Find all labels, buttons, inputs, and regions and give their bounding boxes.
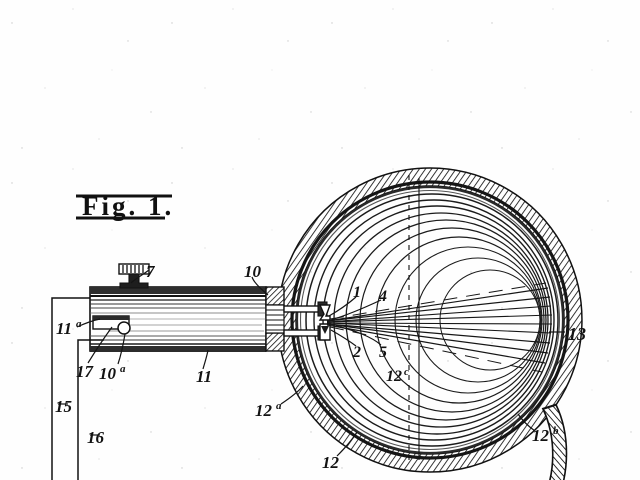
label-12c: 12 c	[386, 366, 409, 385]
leader-17	[87, 326, 113, 364]
label-17: 17	[76, 362, 95, 381]
label-10a-sup: a	[120, 363, 126, 375]
label-5: 5	[379, 344, 387, 361]
label-12a-sup: a	[276, 400, 282, 412]
label-10a: 10 a	[99, 363, 126, 383]
leader-4	[330, 299, 382, 321]
threaded-neck-collar-10	[265, 286, 328, 352]
electrode-1-upper	[318, 304, 331, 321]
label-11a: 11 a	[56, 318, 82, 338]
leader-11	[202, 349, 209, 370]
leader-1	[328, 296, 357, 317]
leader-12a	[280, 385, 304, 405]
label-2: 2	[352, 344, 361, 361]
label-11a-sup: a	[76, 318, 82, 330]
reference-numerals: 7 10 1 4 13 2 5 12 c 11 a 17 10 a 11 12 …	[55, 262, 586, 472]
lamp-electrodes	[318, 304, 331, 341]
svg-text:11: 11	[56, 319, 72, 338]
leader-11a	[76, 318, 101, 328]
axis-lines	[408, 175, 420, 462]
light-ray-bundle	[326, 282, 553, 373]
label-12b-sup: b	[553, 425, 559, 437]
leader-12	[336, 431, 358, 457]
figure-title-text: Fig. 1.	[82, 191, 174, 221]
svg-text:12: 12	[532, 426, 550, 445]
conductor-15	[51, 297, 90, 480]
label-4: 4	[378, 288, 387, 305]
leader-12b	[517, 413, 536, 432]
shell-inner-liner	[290, 180, 570, 460]
leader-10	[251, 276, 269, 296]
label-13: 13	[568, 324, 586, 344]
label-12: 12	[322, 453, 340, 472]
tube-shading-lines	[90, 287, 266, 352]
svg-text:10: 10	[99, 364, 117, 383]
tube-pin-10a	[117, 321, 131, 335]
label-10: 10	[244, 262, 262, 281]
figure-title-group: Fig. 1.	[76, 191, 174, 221]
leader-2	[330, 329, 357, 347]
tube-end-flange-11a	[92, 315, 131, 335]
tubular-handle	[89, 263, 331, 352]
electrode-tip	[321, 326, 329, 334]
label-11: 11	[196, 367, 212, 386]
spherical-housing	[277, 167, 583, 473]
leader-10a	[117, 333, 126, 365]
svg-text:12: 12	[255, 401, 273, 420]
label-12a: 12 a	[255, 400, 282, 420]
label-1: 1	[353, 284, 361, 301]
label-16: 16	[87, 428, 105, 447]
leader-7	[130, 269, 150, 284]
label-7: 7	[146, 262, 156, 281]
label-12b: 12 b	[532, 425, 559, 445]
conductor-16	[77, 339, 104, 480]
label-15: 15	[55, 397, 73, 416]
svg-text:12: 12	[386, 368, 402, 385]
label-12c-sup: c	[404, 366, 409, 378]
conductor-lines	[51, 297, 104, 480]
leader-5	[335, 325, 382, 346]
lens-body	[541, 403, 568, 480]
lens-window-13	[541, 403, 568, 480]
leader-lines	[58, 269, 565, 457]
